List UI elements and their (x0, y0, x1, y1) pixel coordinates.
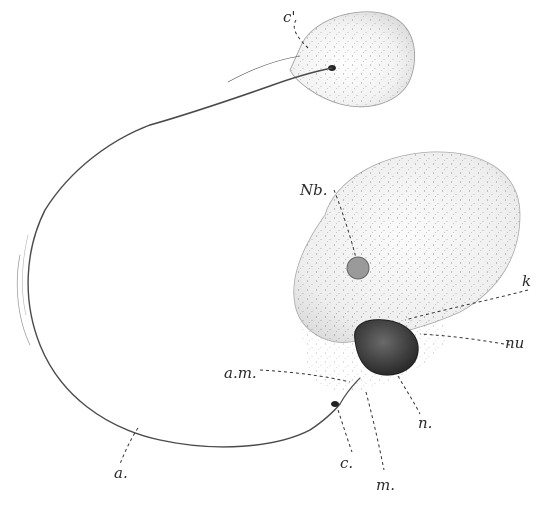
c-granule (331, 401, 339, 407)
nb-body (347, 257, 369, 279)
label-c: c. (340, 454, 353, 472)
label-k: k (522, 272, 531, 290)
loop-fibre (17, 125, 340, 447)
label-am: a.m. (224, 364, 257, 382)
label-c-prime: c' (283, 8, 296, 26)
label-m: m. (376, 476, 395, 494)
label-n: n. (418, 414, 432, 432)
label-a: a. (114, 464, 128, 482)
upper-head (290, 12, 415, 107)
cell-body (294, 152, 520, 407)
label-nb: Nb. (299, 181, 328, 199)
label-nu: nu (505, 334, 524, 352)
